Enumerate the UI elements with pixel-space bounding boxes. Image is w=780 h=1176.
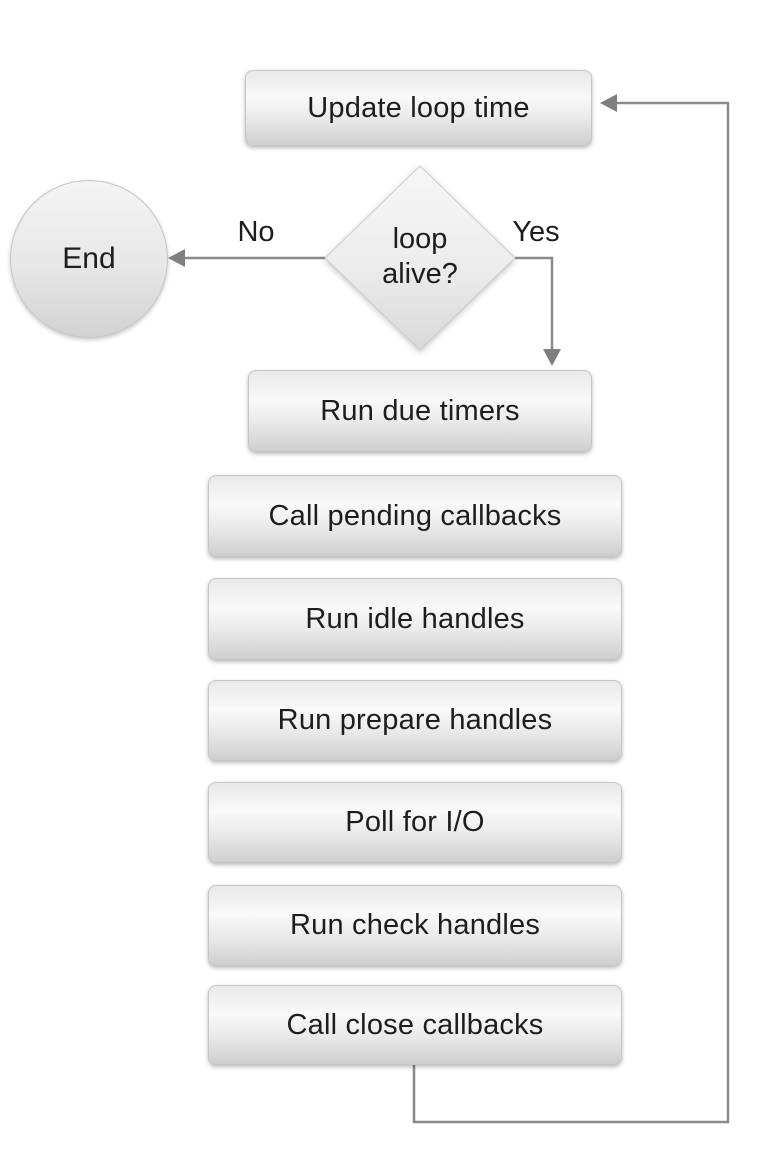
node-end: End: [10, 180, 168, 338]
node-end-label: End: [62, 242, 116, 275]
node-run-prepare-handles-label: Run prepare handles: [277, 704, 553, 736]
node-run-due-timers-label: Run due timers: [320, 394, 520, 427]
node-loop-alive-label-line2: alive?: [382, 258, 458, 290]
node-update-loop-time-label: Update loop time: [307, 91, 530, 124]
edge-yes-arrow: [515, 256, 561, 366]
edge-yes-label: Yes: [512, 216, 560, 248]
node-run-prepare-handles: Run prepare handles: [208, 680, 622, 761]
node-loop-alive-label: loop alive?: [340, 222, 500, 292]
node-call-close-callbacks-label: Call close callbacks: [286, 1008, 544, 1041]
edge-loop-back-arrow: [412, 94, 730, 1124]
edge-no-arrow: [168, 249, 325, 267]
node-update-loop-time: Update loop time: [245, 70, 592, 146]
node-poll-for-io-label: Poll for I/O: [345, 806, 485, 838]
node-run-idle-handles-label: Run idle handles: [305, 602, 525, 635]
node-loop-alive-label-line1: loop: [392, 223, 448, 255]
node-call-pending-callbacks: Call pending callbacks: [208, 475, 622, 557]
node-call-close-callbacks: Call close callbacks: [208, 985, 622, 1065]
node-loop-alive-diamond: [324, 165, 516, 351]
node-run-idle-handles: Run idle handles: [208, 578, 622, 660]
node-run-check-handles: Run check handles: [208, 885, 622, 966]
node-run-check-handles-label: Run check handles: [289, 909, 541, 941]
node-run-due-timers: Run due timers: [248, 370, 592, 452]
node-call-pending-callbacks-label: Call pending callbacks: [268, 499, 562, 532]
edge-no-label: No: [237, 216, 275, 248]
node-poll-for-io: Poll for I/O: [208, 782, 622, 863]
